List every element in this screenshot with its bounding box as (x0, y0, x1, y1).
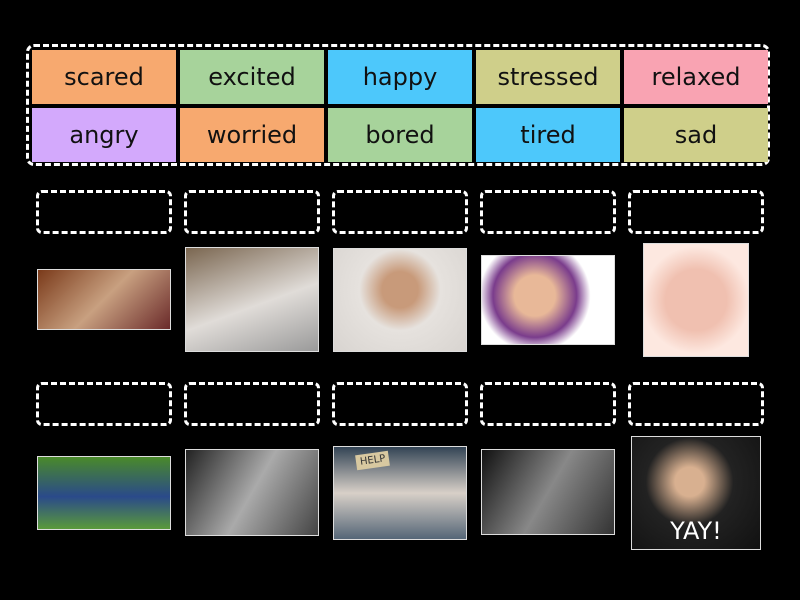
word-tile-sad[interactable]: sad (624, 108, 768, 162)
drop-zone[interactable] (628, 382, 764, 426)
word-tile-excited[interactable]: excited (180, 50, 324, 104)
drop-zone[interactable] (480, 382, 616, 426)
drop-zone[interactable] (332, 190, 468, 234)
picture-relaxed-boy-grass (37, 456, 171, 530)
picture-sad-man (333, 248, 467, 352)
word-tile-stressed[interactable]: stressed (476, 50, 620, 104)
picture-stressed-woman: HELP (333, 446, 467, 540)
help-sign: HELP (355, 450, 391, 471)
word-tile-scared[interactable]: scared (32, 50, 176, 104)
picture-excited-man (185, 247, 319, 352)
picture-caption: YAY! (670, 517, 722, 545)
word-tile-angry[interactable]: angry (32, 108, 176, 162)
drop-zone[interactable] (36, 190, 172, 234)
word-tile-relaxed[interactable]: relaxed (624, 50, 768, 104)
drop-zone[interactable] (332, 382, 468, 426)
word-bank (26, 44, 770, 166)
word-tile-happy[interactable]: happy (328, 50, 472, 104)
picture-worried-boy (481, 255, 615, 345)
picture-tired-man (481, 449, 615, 535)
drop-zone[interactable] (36, 382, 172, 426)
picture-happy-man: YAY! (631, 436, 761, 550)
picture-scared-child (37, 269, 171, 330)
drop-zone[interactable] (480, 190, 616, 234)
drop-zone[interactable] (184, 190, 320, 234)
drop-zone[interactable] (184, 382, 320, 426)
drop-zone[interactable] (628, 190, 764, 234)
picture-angry-baby (643, 243, 749, 357)
word-tile-tired[interactable]: tired (476, 108, 620, 162)
picture-bored-boy (185, 449, 319, 536)
word-tile-bored[interactable]: bored (328, 108, 472, 162)
word-tile-worried[interactable]: worried (180, 108, 324, 162)
